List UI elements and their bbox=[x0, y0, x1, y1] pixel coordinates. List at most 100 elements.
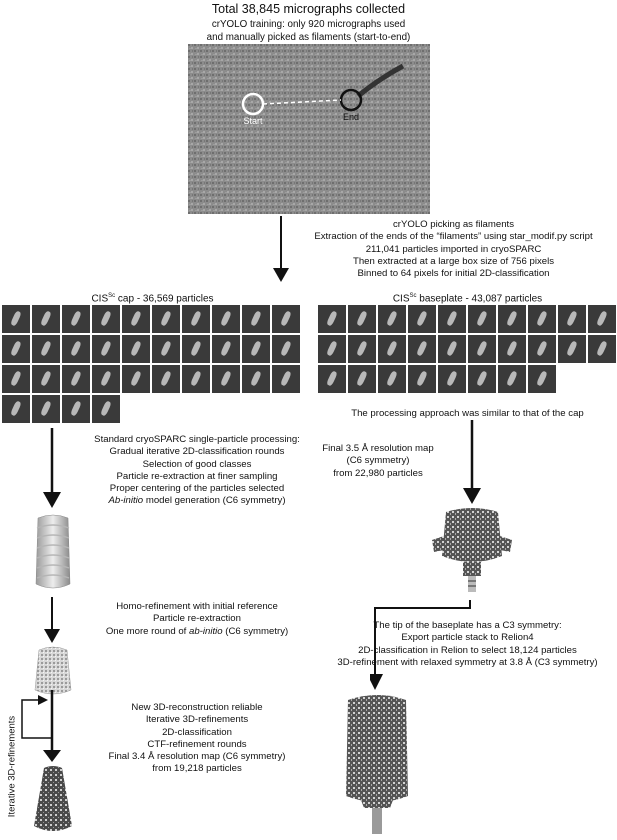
2d-class-average bbox=[242, 305, 270, 333]
2d-class-average bbox=[318, 365, 346, 393]
2d-class-average bbox=[212, 305, 240, 333]
2d-class-average bbox=[212, 365, 240, 393]
2d-class-average bbox=[348, 365, 376, 393]
2d-class-average bbox=[558, 335, 586, 363]
2d-class-average bbox=[272, 305, 300, 333]
cap-processing-steps: Standard cryoSPARC single-particle proce… bbox=[92, 434, 302, 508]
picking-step: crYOLO picking as filaments bbox=[392, 219, 515, 230]
2d-class-average bbox=[318, 305, 346, 333]
recon-step: Iterative 3D-refinements bbox=[145, 714, 249, 726]
cap-step-abinitio: Ab-initio model generation (C6 symmetry) bbox=[108, 495, 286, 507]
arrow-down-cap-1 bbox=[43, 428, 61, 508]
arrow-iterative-loop bbox=[21, 690, 61, 762]
picking-step: Extraction of the ends of the “filaments… bbox=[314, 231, 593, 243]
tip-step: 3D-refinement with relaxed symmetry at 3… bbox=[337, 656, 598, 668]
2d-class-average bbox=[498, 365, 526, 393]
cap-homo-refinement-steps: Homo-refinement with initial reference P… bbox=[92, 601, 302, 638]
2d-class-average bbox=[2, 365, 30, 393]
2d-class-average bbox=[528, 335, 556, 363]
baseplate-map bbox=[432, 508, 512, 592]
2d-class-average bbox=[62, 395, 90, 423]
recon-step: from 19,218 particles bbox=[152, 763, 242, 775]
baseplate-section-title: CISSc baseplate - 43,087 particles bbox=[392, 293, 543, 305]
picking-steps: crYOLO picking as filaments Extraction o… bbox=[290, 219, 617, 280]
2d-class-average bbox=[92, 395, 120, 423]
cap-reconstruction-steps: New 3D-reconstruction reliable Iterative… bbox=[92, 702, 302, 776]
2d-class-average bbox=[152, 335, 180, 363]
2d-class-average bbox=[92, 305, 120, 333]
2d-class-average bbox=[528, 365, 556, 393]
picking-step: 211,041 particles imported in cryoSPARC bbox=[365, 243, 542, 255]
2d-class-average bbox=[2, 335, 30, 363]
homo-step: Particle re-extraction bbox=[153, 613, 241, 625]
tip-step: Export particle stack to Relion4 bbox=[401, 632, 534, 644]
2d-class-average bbox=[588, 305, 616, 333]
tip-step: 2D-classification in Relion to select 18… bbox=[358, 644, 577, 656]
2d-class-average bbox=[212, 335, 240, 363]
cap-abinitio-map bbox=[35, 514, 71, 589]
training-line-1: crYOLO training: only 920 micrographs us… bbox=[211, 19, 406, 30]
start-label: Start bbox=[243, 116, 263, 126]
baseplate-tip-steps: The tip of the baseplate has a C3 symmet… bbox=[318, 620, 617, 669]
cap-step: Selection of good classes bbox=[142, 458, 252, 470]
arrow-down-cap-2 bbox=[44, 597, 60, 643]
2d-class-average bbox=[92, 335, 120, 363]
baseplate-similar-note: The processing approach was similar to t… bbox=[351, 408, 584, 419]
baseplate-final-map-text: Final 3.5 Å resolution map (C6 symmetry)… bbox=[318, 443, 438, 480]
homo-step: Homo-refinement with initial reference bbox=[116, 601, 278, 612]
2d-class-average bbox=[272, 335, 300, 363]
baseplate-final-line: from 22,980 particles bbox=[333, 467, 423, 479]
2d-class-average bbox=[408, 305, 436, 333]
micrograph-image: Start End bbox=[188, 44, 430, 214]
cap-2d-classes-grid bbox=[2, 305, 300, 423]
cap-step: Particle re-extraction at finer sampling bbox=[116, 470, 278, 482]
2d-class-average bbox=[2, 305, 30, 333]
2d-class-average bbox=[32, 305, 60, 333]
arrow-down-main bbox=[273, 216, 289, 282]
2d-class-average bbox=[62, 305, 90, 333]
recon-step: Final 3.4 Å resolution map (C6 symmetry) bbox=[108, 751, 286, 763]
2d-class-average bbox=[408, 365, 436, 393]
2d-class-average bbox=[122, 335, 150, 363]
2d-class-average bbox=[498, 335, 526, 363]
iterative-refinements-label: Iterative 3D-refinements bbox=[6, 715, 18, 818]
tip-step: The tip of the baseplate has a C3 symmet… bbox=[373, 620, 562, 631]
2d-class-average bbox=[152, 305, 180, 333]
cap-homo-map bbox=[34, 646, 72, 695]
arrow-baseplate-to-tip bbox=[370, 600, 471, 690]
cap-step: Proper centering of the particles select… bbox=[109, 483, 285, 495]
2d-class-average bbox=[242, 335, 270, 363]
2d-class-average bbox=[62, 335, 90, 363]
cap-step: Standard cryoSPARC single-particle proce… bbox=[94, 434, 300, 445]
2d-class-average bbox=[242, 365, 270, 393]
cap-section-title: CISSc cap - 36,569 particles bbox=[91, 293, 214, 305]
2d-class-average bbox=[408, 335, 436, 363]
arrow-down-baseplate-1 bbox=[463, 420, 481, 504]
2d-class-average bbox=[438, 365, 466, 393]
recon-step: CTF-refinement rounds bbox=[147, 738, 247, 750]
filament bbox=[356, 63, 405, 98]
2d-class-average bbox=[318, 335, 346, 363]
2d-class-average bbox=[378, 305, 406, 333]
2d-class-average bbox=[498, 305, 526, 333]
2d-class-average bbox=[32, 335, 60, 363]
baseplate-final-line: (C6 symmetry) bbox=[346, 455, 410, 467]
2d-class-average bbox=[348, 305, 376, 333]
homo-step-abinitio: One more round of ab-initio (C6 symmetry… bbox=[105, 625, 289, 637]
recon-step: 2D-classification bbox=[162, 726, 232, 738]
end-label: End bbox=[343, 112, 359, 122]
2d-class-average bbox=[468, 335, 496, 363]
2d-class-average bbox=[92, 365, 120, 393]
recon-step: New 3D-reconstruction reliable bbox=[131, 702, 263, 713]
2d-class-average bbox=[182, 335, 210, 363]
baseplate-final-line: Final 3.5 Å resolution map bbox=[322, 443, 434, 454]
2d-class-average bbox=[438, 335, 466, 363]
2d-class-average bbox=[182, 365, 210, 393]
2d-class-average bbox=[378, 335, 406, 363]
2d-class-average bbox=[438, 305, 466, 333]
picking-step: Then extracted at a large box size of 75… bbox=[352, 255, 555, 267]
2d-class-average bbox=[468, 305, 496, 333]
2d-class-average bbox=[348, 335, 376, 363]
2d-class-average bbox=[122, 365, 150, 393]
page-title: Total 38,845 micrographs collected bbox=[211, 2, 406, 16]
